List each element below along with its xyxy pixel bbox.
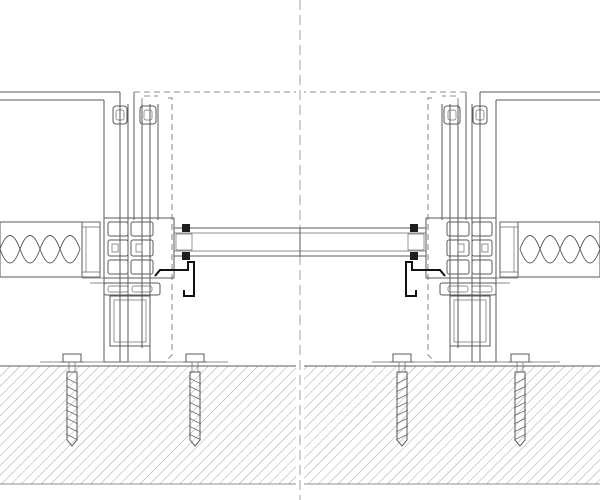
insulated-glass-unit (300, 224, 427, 260)
hatched-base (0, 365, 600, 485)
top-clip-profile (112, 105, 157, 125)
anchor-screws (372, 353, 560, 447)
sash-dashed-outline (133, 91, 296, 104)
insulated-glass-unit (173, 224, 300, 260)
sash-dashed-outline (427, 97, 436, 363)
sash-dashed-outline (304, 91, 467, 104)
sash-dashed-outline (164, 97, 173, 363)
right-detail (300, 91, 600, 447)
aluminium-frame-profiles (425, 217, 518, 347)
top-clip-profile (443, 105, 488, 125)
glazing-bead-profile (405, 261, 446, 297)
glazing-bead-profile (154, 261, 195, 297)
anchor-screws (40, 353, 228, 447)
insulation-panel (0, 221, 101, 278)
left-detail (0, 91, 300, 447)
insulation-panel (499, 221, 600, 278)
